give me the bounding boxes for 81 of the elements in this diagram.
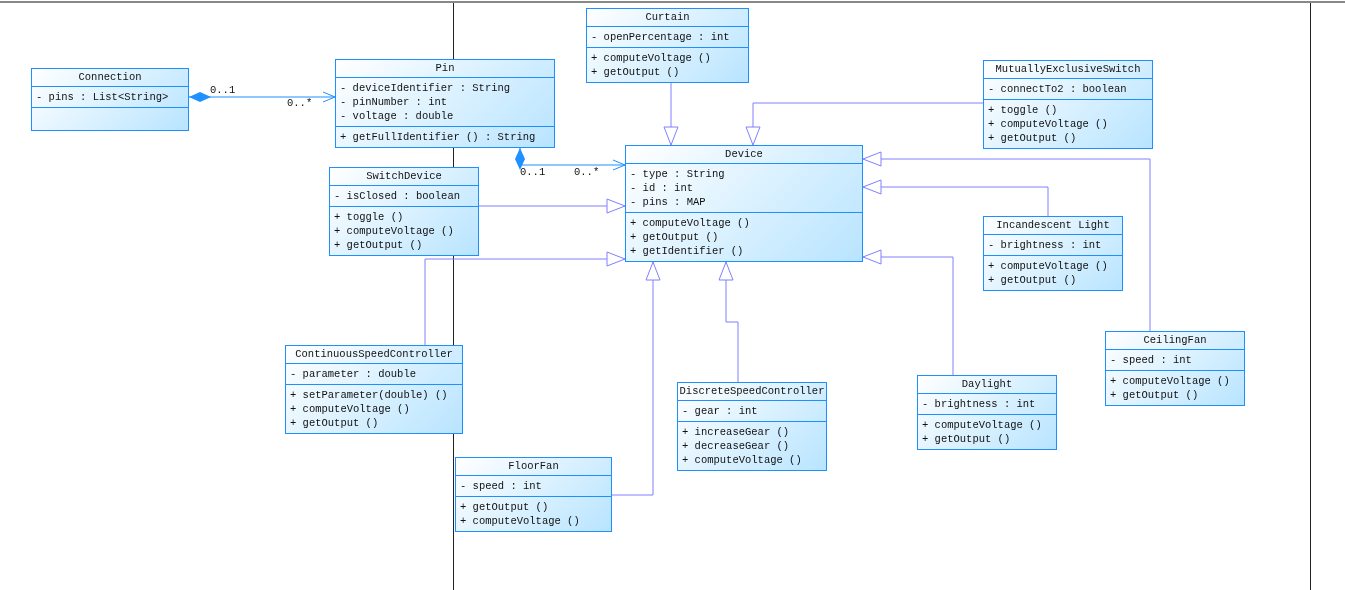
member-text: - deviceIdentifier : String bbox=[340, 81, 512, 95]
class-name: Connection bbox=[77, 70, 143, 85]
class-name: CeilingFan bbox=[1142, 333, 1208, 348]
member-text: + getOutput () bbox=[922, 432, 1012, 446]
member-text: + computeVoltage () bbox=[1110, 374, 1231, 388]
member-text: - pins : MAP bbox=[630, 195, 707, 209]
class-box bbox=[455, 457, 612, 532]
member-text: - pinNumber : int bbox=[340, 95, 449, 109]
member-text: - brightness : int bbox=[988, 238, 1103, 252]
member-text: - voltage : double bbox=[340, 109, 455, 123]
member-text: - openPercentage : int bbox=[591, 30, 731, 44]
multiplicity-label: 0..1 bbox=[520, 166, 546, 178]
class-box bbox=[677, 382, 827, 471]
generalization-arrow bbox=[745, 102, 984, 146]
member-text: + computeVoltage () bbox=[334, 224, 455, 238]
class-box bbox=[335, 59, 555, 148]
generalization-arrow bbox=[862, 179, 1049, 217]
generalization-arrow bbox=[478, 198, 626, 214]
class-box bbox=[983, 216, 1123, 291]
member-text: - speed : int bbox=[460, 479, 543, 493]
generalization-arrow bbox=[862, 249, 954, 376]
member-text: - parameter : double bbox=[290, 367, 418, 381]
member-text: - pins : List<String> bbox=[36, 90, 170, 104]
member-text: - id : int bbox=[630, 181, 694, 195]
member-text: + toggle () bbox=[334, 210, 405, 224]
generalization-arrow bbox=[862, 151, 1151, 332]
member-text: + computeVoltage () bbox=[682, 453, 803, 467]
member-text: - speed : int bbox=[1110, 353, 1193, 367]
member-text: + getOutput () bbox=[988, 131, 1078, 145]
class-name: Curtain bbox=[644, 10, 691, 25]
generalization-arrow bbox=[663, 82, 679, 146]
class-box bbox=[625, 145, 863, 262]
class-name: Daylight bbox=[960, 377, 1014, 392]
member-text: + toggle () bbox=[988, 103, 1059, 117]
generalization-arrow bbox=[611, 261, 661, 496]
member-text: - connectTo2 : boolean bbox=[988, 82, 1128, 96]
class-box bbox=[31, 68, 189, 131]
member-text: + getOutput () bbox=[290, 416, 380, 430]
generalization-arrow bbox=[424, 251, 626, 346]
generalization-arrow bbox=[718, 261, 739, 383]
member-text: + getOutput () bbox=[1110, 388, 1200, 402]
member-text: + setParameter(double) () bbox=[290, 388, 449, 402]
member-text: + computeVoltage () bbox=[630, 216, 751, 230]
member-text: - gear : int bbox=[682, 404, 759, 418]
class-box bbox=[917, 375, 1057, 450]
member-text: + computeVoltage () bbox=[290, 402, 411, 416]
class-name: ContinuousSpeedController bbox=[294, 347, 454, 362]
member-text: - brightness : int bbox=[922, 397, 1037, 411]
member-text: + computeVoltage () bbox=[922, 418, 1043, 432]
member-text: + increaseGear () bbox=[682, 425, 791, 439]
member-text: + decreaseGear () bbox=[682, 439, 791, 453]
member-text: + getOutput () bbox=[988, 273, 1078, 287]
class-box bbox=[1105, 331, 1245, 406]
class-box bbox=[285, 345, 463, 434]
member-text: + getOutput () bbox=[630, 230, 720, 244]
member-text: + computeVoltage () bbox=[988, 259, 1109, 273]
composition-arrow bbox=[188, 91, 336, 103]
class-box bbox=[329, 167, 479, 256]
class-name: Incandescent Light bbox=[995, 218, 1111, 233]
class-name: FloorFan bbox=[507, 459, 560, 474]
multiplicity-label: 0..1 bbox=[210, 84, 236, 96]
member-text: + computeVoltage () bbox=[460, 514, 581, 528]
member-text: - isClosed : boolean bbox=[334, 189, 462, 203]
class-name: Pin bbox=[434, 61, 456, 76]
multiplicity-label: 0..* bbox=[574, 166, 600, 178]
member-text: + getOutput () bbox=[334, 238, 424, 252]
class-name: MutuallyExclusiveSwitch bbox=[994, 62, 1142, 77]
class-name: DiscreteSpeedController bbox=[678, 384, 826, 399]
member-text: + getOutput () bbox=[591, 65, 681, 79]
composition-arrow bbox=[515, 147, 626, 171]
member-text: + computeVoltage () bbox=[988, 117, 1109, 131]
member-text: + getFullIdentifier () : String bbox=[340, 130, 537, 144]
class-box bbox=[983, 60, 1153, 149]
member-text: + computeVoltage () bbox=[591, 51, 712, 65]
member-text: + getIdentifier () bbox=[630, 244, 745, 258]
multiplicity-label: 0..* bbox=[287, 97, 313, 109]
class-box bbox=[586, 8, 749, 83]
member-text: - type : String bbox=[630, 167, 726, 181]
class-name: SwitchDevice bbox=[365, 169, 443, 184]
member-text: + getOutput () bbox=[460, 500, 550, 514]
class-name: Device bbox=[724, 147, 764, 162]
